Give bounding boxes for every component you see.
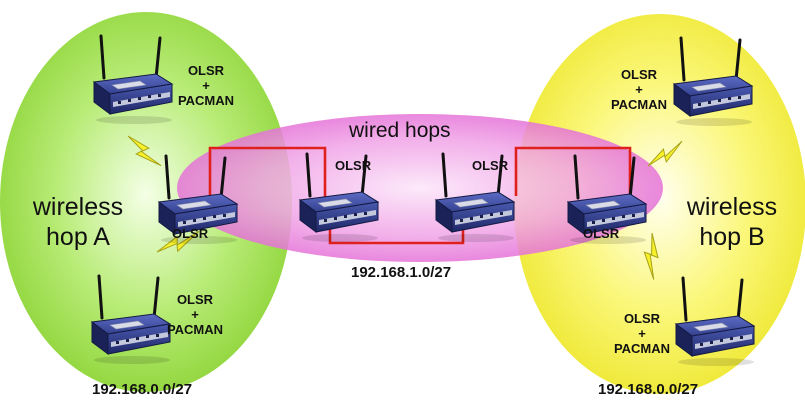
wireless-zone-a-line2: hop A [46,223,110,251]
router-b-bottom-label: OLSR + PACMAN [610,311,674,356]
wireless-zone-b-subnet: 192.168.0.0/27 [598,381,699,398]
router-a-top-line1: OLSR [187,63,225,78]
router-a-top-label: OLSR + PACMAN [174,63,238,108]
router-a-bottom-label: OLSR + PACMAN [163,292,227,337]
wireless-zone-a-subnet: 192.168.0.0/27 [92,381,193,398]
router-a-bottom-line2: PACMAN [166,322,224,337]
wireless-zone-b-line2: hop B [699,223,765,251]
wireless-zone-a-line1: wireless [32,193,124,221]
router-b-bottom-plus: + [638,326,646,341]
router-a-top-plus: + [202,78,210,93]
router-a-mid-label: OLSR [172,226,209,241]
wireless-zone-a-label: wireless hop A [26,192,130,252]
link-wired-right-to-b [514,146,632,200]
router-a-bottom-plus: + [191,307,199,322]
router-a-bottom-line1: OLSR [176,292,214,307]
router-b-top-line1: OLSR [620,67,658,82]
wired-subnet-label: 192.168.1.0/27 [351,264,452,281]
wired-zone [177,114,663,262]
router-a-top-line2: PACMAN [177,93,235,108]
wireless-zone-b [514,14,805,394]
wired-zone-title: wired hops [349,119,451,142]
router-b-top-line2: PACMAN [610,97,668,112]
router-wired-left-label: OLSR [335,158,372,173]
wireless-zone-a [0,12,292,392]
router-b-top-plus: + [635,82,643,97]
link-a-to-wired-left [208,146,327,205]
router-b-top-label: OLSR + PACMAN [607,67,671,112]
wireless-zone-b-line1: wireless [686,193,778,221]
router-wired-right-label: OLSR [472,158,509,173]
wireless-zone-b-label: wireless hop B [680,192,784,252]
router-b-bottom-line2: PACMAN [613,341,671,356]
router-b-mid-label: OLSR [583,226,620,241]
router-b-bottom-line1: OLSR [623,311,661,326]
